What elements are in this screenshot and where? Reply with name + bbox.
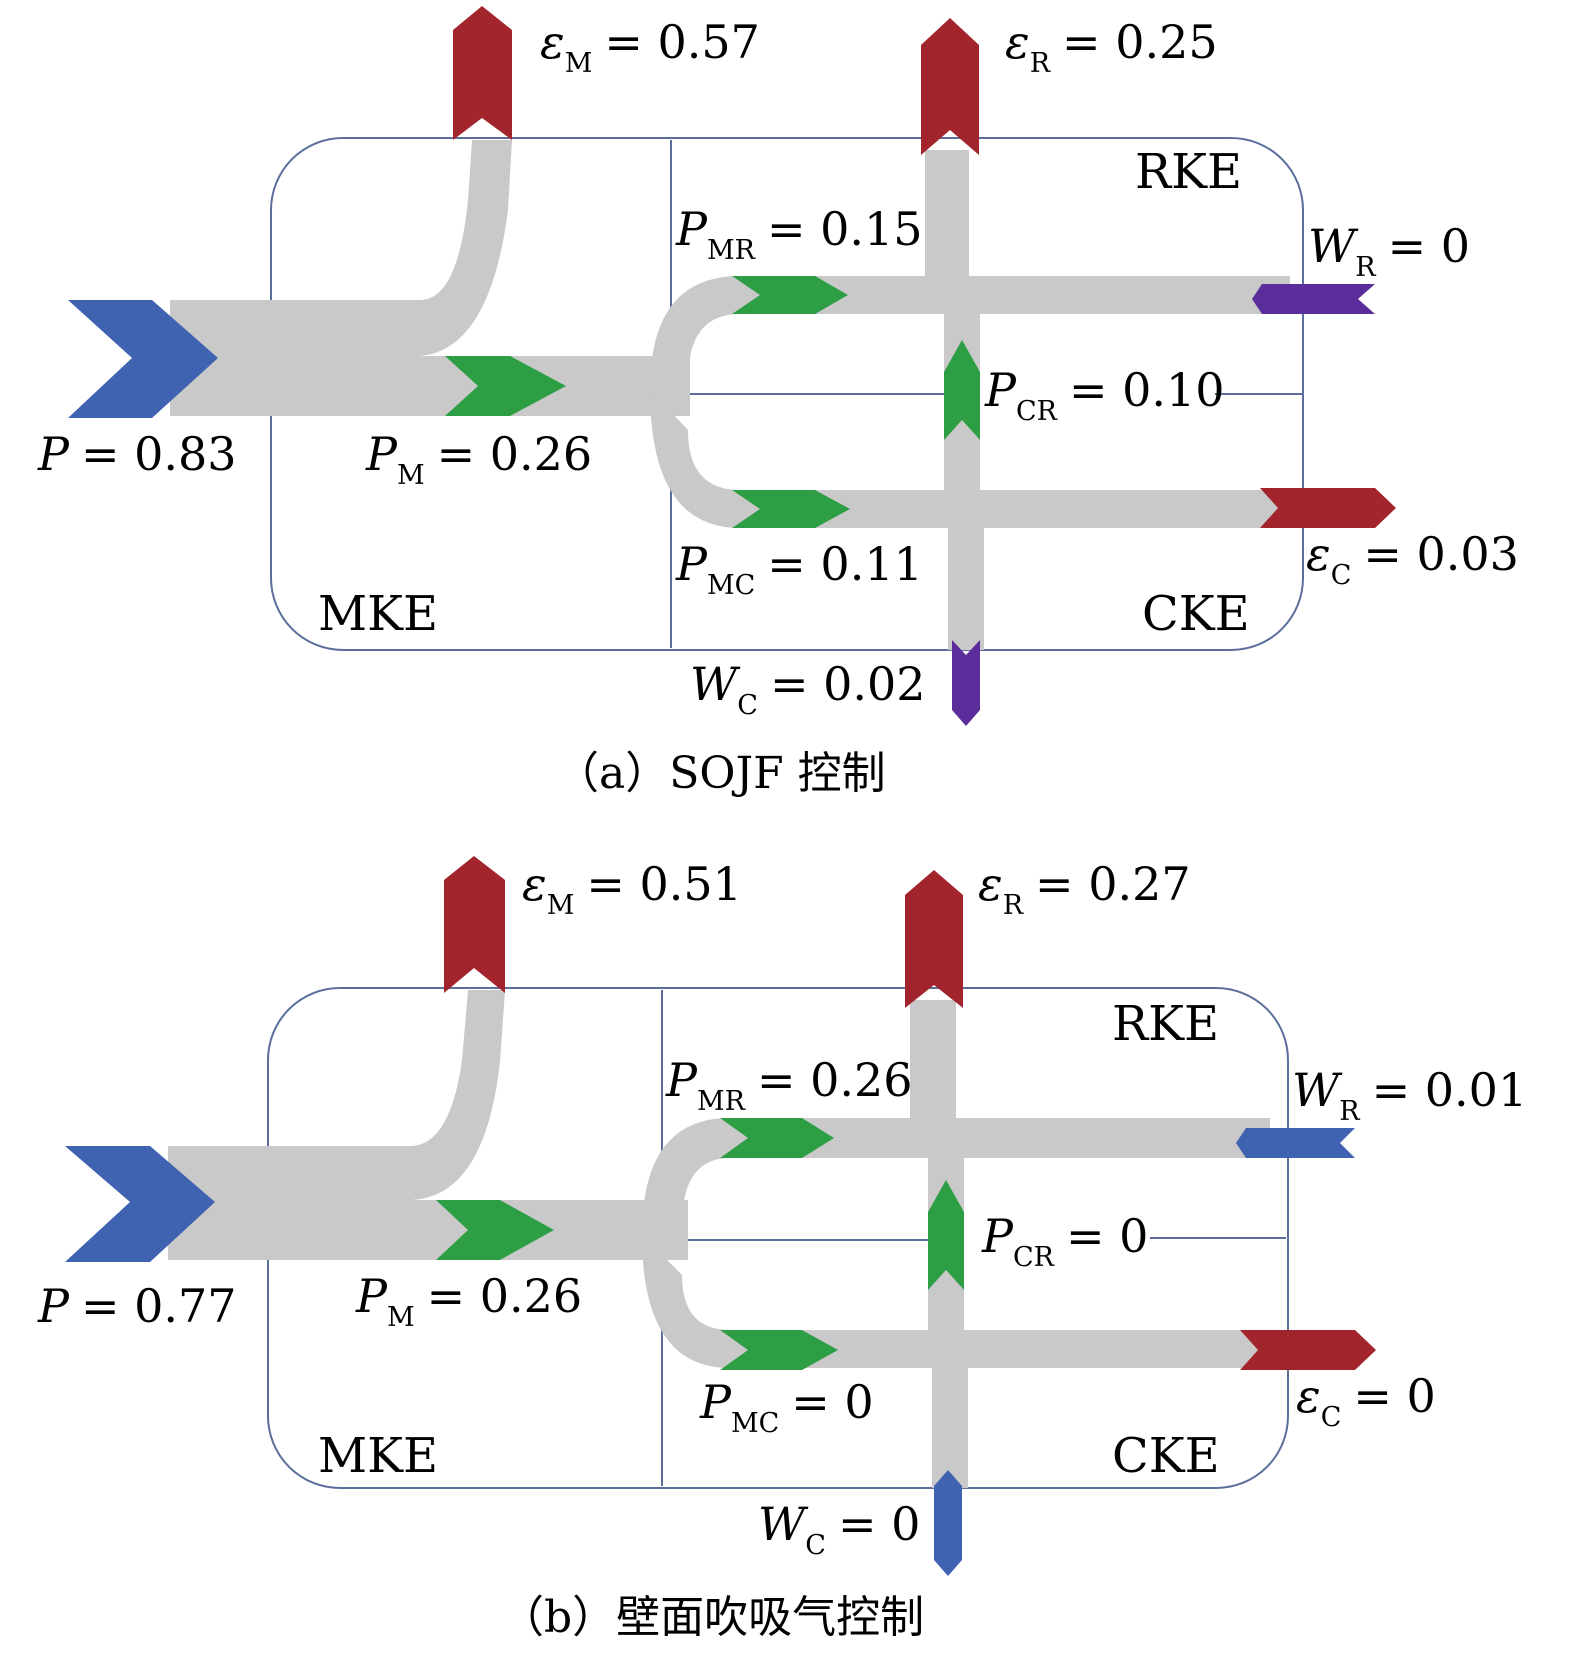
rke-label: RKE — [1135, 144, 1242, 200]
input-arrow-icon — [68, 300, 218, 418]
p-mc-label: PMC= 0 — [699, 1375, 874, 1439]
p-cr-label: PCR= 0 — [981, 1209, 1148, 1273]
panel-b: εM= 0.51 εR= 0.27 RKE PMR= 0.26 WR= 0.01… — [37, 856, 1527, 1643]
dissipation-arrow-icon — [1240, 1330, 1376, 1370]
cke-label: CKE — [1142, 586, 1250, 642]
work-arrow-icon — [934, 1470, 962, 1576]
work-arrow-icon — [1252, 284, 1375, 314]
transfer-arrow-icon — [445, 356, 566, 416]
transfer-arrow-icon — [720, 1330, 838, 1370]
transfer-arrow-icon — [928, 1180, 964, 1290]
eps-r-label: εR= 0.25 — [1005, 15, 1218, 79]
input-arrow-icon — [65, 1146, 215, 1262]
p-m-label: PM= 0.26 — [355, 1269, 582, 1333]
w-c-label: WC= 0 — [758, 1497, 920, 1561]
transfer-arrow-icon — [944, 340, 980, 440]
p-mr-label: PMR= 0.15 — [675, 202, 923, 266]
w-r-label: WR= 0 — [1308, 219, 1470, 283]
p-m-label: PM= 0.26 — [365, 427, 592, 491]
caption-a: （a）SOJF 控制 — [555, 748, 886, 799]
work-arrow-icon — [952, 640, 980, 726]
panel-a: εM= 0.57 εR= 0.25 RKE PMR= 0.15 WR= 0 PC… — [37, 6, 1519, 799]
p-cr-label: PCR= 0.10 — [984, 363, 1225, 427]
caption-b: （b）壁面吹吸气控制 — [500, 1592, 924, 1643]
transfer-arrow-icon — [720, 1118, 834, 1158]
w-r-label: WR= 0.01 — [1292, 1063, 1527, 1127]
p-label: P= 0.77 — [37, 1279, 237, 1333]
cke-label: CKE — [1112, 1428, 1220, 1484]
transfer-arrow-icon — [732, 276, 848, 314]
w-c-label: WC= 0.02 — [690, 657, 926, 721]
transfer-arrow-icon — [732, 490, 850, 528]
eps-c-label: εC= 0.03 — [1306, 527, 1519, 591]
mke-label: MKE — [318, 1428, 438, 1484]
p-label: P= 0.83 — [37, 427, 237, 481]
dissipation-arrow-icon — [444, 856, 505, 993]
p-mc-label: PMC= 0.11 — [675, 537, 923, 601]
dissipation-arrow-icon — [453, 6, 512, 140]
eps-m-label: εM= 0.57 — [540, 15, 760, 79]
dissipation-arrow-icon — [921, 18, 979, 155]
work-arrow-icon — [1236, 1128, 1355, 1158]
rke-label: RKE — [1112, 996, 1219, 1052]
eps-r-label: εR= 0.27 — [978, 857, 1191, 921]
eps-c-label: εC= 0 — [1296, 1369, 1436, 1433]
mke-label: MKE — [318, 586, 438, 642]
p-mr-label: PMR= 0.26 — [665, 1053, 913, 1117]
eps-m-label: εM= 0.51 — [522, 857, 742, 921]
transfer-arrow-icon — [436, 1200, 554, 1260]
dissipation-arrow-icon — [1260, 488, 1396, 528]
dissipation-arrow-icon — [905, 870, 963, 1008]
